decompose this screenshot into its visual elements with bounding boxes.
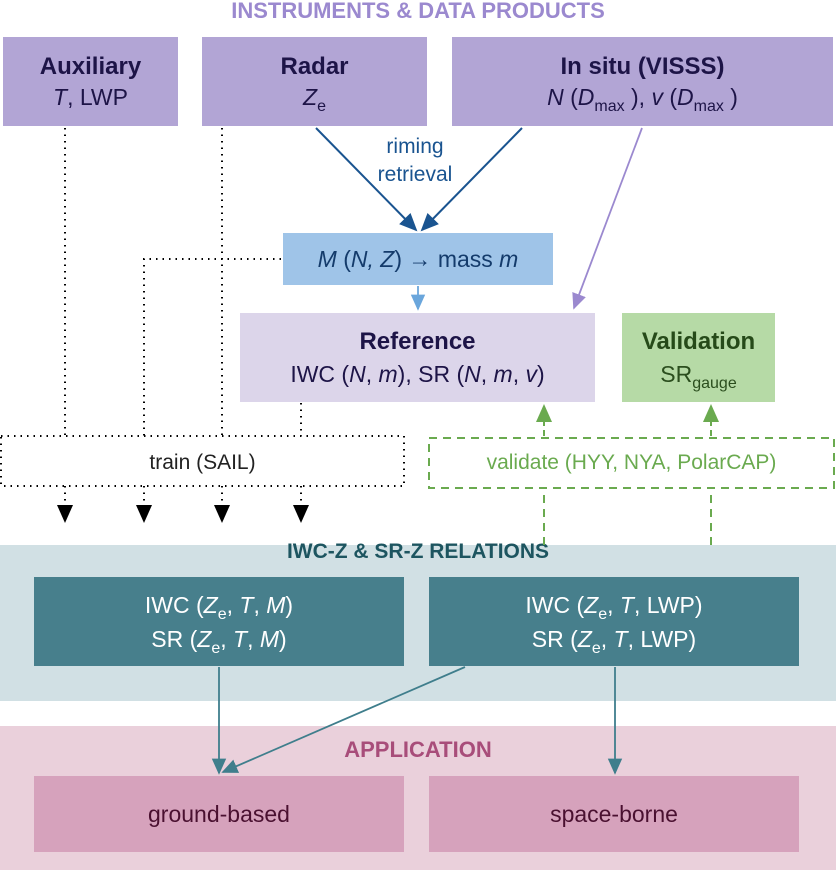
radar-to-mass-arrow [315,127,418,232]
train-dotted-lines [0,128,405,523]
ground-based-box: ground-based [34,776,404,852]
insitu-to-mass-arrow [420,127,523,232]
validation-vars: SRgauge [660,360,737,392]
instruments-title: INSTRUMENTS & DATA PRODUCTS [231,0,605,23]
validation-box: Validation SRgauge [622,313,775,402]
radar-title: Radar [280,52,349,80]
validation-title: Validation [641,327,756,355]
application-title: APPLICATION [344,737,492,762]
reference-title: Reference [359,327,476,355]
radar-vars: Ze [303,83,326,115]
insitu-to-reference-arrow [572,127,643,310]
auxiliary-vars: T, LWP [53,83,128,110]
train-label: train (SAIL) [149,451,256,474]
riming-retrieval-label: riming retrieval [377,135,453,186]
relation-box-mass: IWC (Ze, T, M) SR (Ze, T, M) [34,577,404,666]
insitu-title: In situ (VISSS) [560,52,725,80]
insitu-box: In situ (VISSS) N (Dmax ), v (Dmax ) [452,37,833,126]
insitu-vars: N (Dmax ), v (Dmax ) [547,83,738,115]
mass-text: M (N, Z) → mass m [317,245,519,272]
relation-box-lwp: IWC (Ze, T, LWP) SR (Ze, T, LWP) [429,577,799,666]
reference-box: Reference IWC (N, m), SR (N, m, v) [240,313,595,402]
reference-vars: IWC (N, m), SR (N, m, v) [290,360,545,387]
radar-box: Radar Ze [202,37,427,126]
space-borne-box: space-borne [429,776,799,852]
lwp-relation-to-ground-arrow [221,666,466,773]
auxiliary-title: Auxiliary [39,52,142,80]
auxiliary-box: Auxiliary T, LWP [3,37,178,126]
validate-label: validate (HYY, NYA, PolarCAP) [486,451,777,474]
relations-title: IWC-Z & SR-Z RELATIONS [286,540,550,563]
validate-dashed-lines [428,437,835,545]
mass-box: M (N, Z) → mass m [283,233,553,285]
